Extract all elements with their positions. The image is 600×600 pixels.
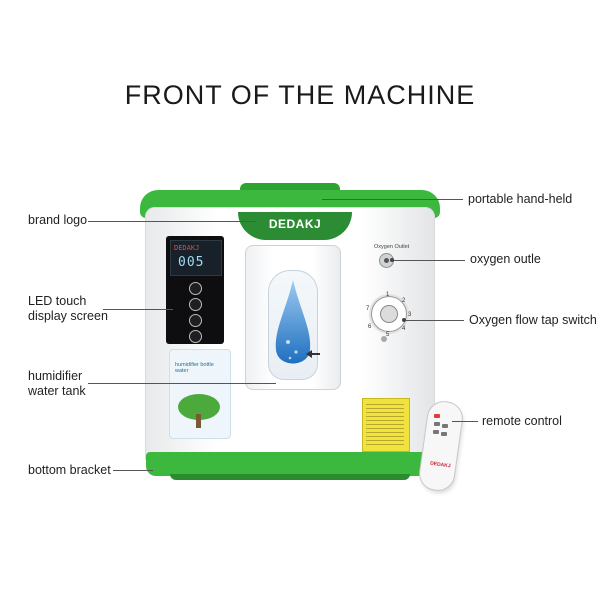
leader-line [322,199,463,200]
timer-button[interactable] [189,298,202,311]
atomize-button[interactable] [189,330,202,343]
label-remote-control: remote control [482,414,562,428]
outlet-caption: Oxygen Outlet [374,244,410,250]
label-led-display-1: LED touch [28,294,87,308]
warning-text [366,404,404,446]
remote-button[interactable] [434,422,440,426]
diagram-title: FRONT OF THE MACHINE [124,80,476,110]
flow-dial-knob[interactable] [381,306,397,322]
leader-line [452,421,478,422]
outlet-core [384,258,389,263]
logo-panel [238,212,352,240]
dial-number: 3 [408,312,412,318]
led-screen [170,240,222,276]
water-drop-icon [275,280,311,364]
label-water-tank-1: humidifier [28,369,83,383]
dial-number: 6 [368,324,372,330]
label-portable-hand-held: portable hand-held [468,192,573,206]
remote-button[interactable] [441,432,447,436]
remote-button[interactable] [433,430,439,434]
dial-number: 7 [366,306,370,312]
label-brand-logo: brand logo [28,213,88,227]
reset-knob[interactable] [381,336,387,342]
sticker-text: humidifier bottle water [175,362,214,374]
label-water-tank-2: water tank [28,384,86,398]
label-led-display-2: display screen [28,309,108,323]
leader-dot [390,258,394,262]
leader-line [113,470,153,471]
power-button[interactable] [189,282,202,295]
remote-button[interactable] [442,424,448,428]
dial-number: 1 [386,292,390,298]
label-bottom-bracket: bottom bracket [28,463,111,477]
leader-line [404,320,464,321]
label-flow-switch: Oxygen flow tap switch [469,313,597,327]
led-screen-readout: 005 [178,255,205,270]
led-screen-brand: DEDAKJ [174,244,200,252]
tree-trunk [196,414,201,428]
arrow-icon [306,350,320,358]
brand-logo: DEDAKJ [268,217,322,231]
base-shadow [170,474,410,480]
dial-number: 5 [386,332,390,338]
remote-power-button[interactable] [434,414,440,418]
mode-button[interactable] [189,314,202,327]
leader-line [88,383,276,384]
leader-line [88,221,256,222]
leader-dot [402,318,406,322]
leader-line [103,309,173,310]
dial-number: 4 [402,326,406,332]
dial-number: 2 [402,298,406,304]
leader-line [392,260,465,261]
label-oxygen-outlet: oxygen outle [470,252,541,266]
bottom-bracket [146,452,434,476]
